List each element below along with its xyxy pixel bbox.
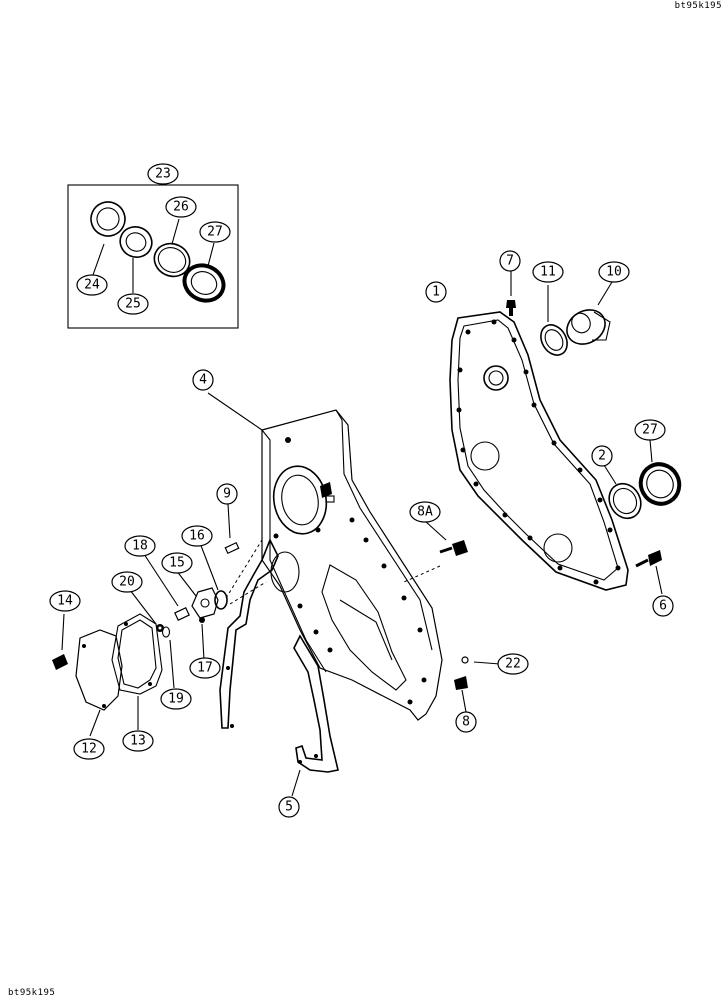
explode-lines (225, 539, 267, 605)
callout-20: 20 (111, 571, 143, 593)
callout-18: 18 (124, 535, 156, 557)
svg-text:10: 10 (606, 265, 622, 280)
fitting-18 (143, 553, 190, 621)
svg-text:9: 9 (223, 487, 231, 502)
callout-11: 11 (532, 261, 564, 283)
svg-text:25: 25 (125, 297, 141, 312)
callout-5: 5 (278, 796, 300, 818)
bolt-14 (52, 613, 68, 670)
callout-19: 19 (160, 688, 192, 710)
callout-15: 15 (161, 552, 193, 574)
cover-plate-12 (75, 629, 123, 737)
callout-12: 12 (73, 738, 105, 760)
front-cover-plate (207, 392, 443, 721)
callout-27-kit: 27 (199, 221, 231, 243)
callout-8A: 8A (409, 501, 441, 523)
callout-9: 9 (216, 483, 238, 505)
drawing-code-bottom: bt95k195 (8, 988, 56, 998)
dowel-22 (461, 656, 501, 665)
oring-16 (199, 542, 228, 610)
seal-ring-24 (90, 201, 126, 237)
svg-text:16: 16 (189, 529, 205, 544)
callout-6: 6 (652, 595, 674, 617)
washer-20 (129, 589, 164, 632)
seal-ring-26 (153, 242, 191, 278)
seal-27-right (638, 439, 682, 506)
svg-text:2: 2 (598, 449, 606, 464)
callout-1: 1 (425, 281, 447, 303)
sensor-15 (175, 569, 219, 619)
callout-16: 16 (181, 525, 213, 547)
pin-9 (224, 503, 240, 555)
svg-text:6: 6 (659, 599, 667, 614)
callout-24: 24 (76, 274, 108, 296)
callout-13: 13 (122, 730, 154, 752)
svg-text:24: 24 (84, 278, 100, 293)
cover-gasket-5 (219, 538, 339, 797)
drawing-code-top: bt95k195 (674, 1, 722, 11)
bolt-6 (635, 550, 663, 595)
svg-text:13: 13 (130, 734, 146, 749)
svg-text:27: 27 (642, 423, 658, 438)
callout-23: 23 (147, 163, 179, 185)
front-cover-gasket (449, 311, 629, 591)
callout-8: 8 (455, 711, 477, 733)
callout-10: 10 (598, 261, 630, 283)
callout-17: 17 (189, 657, 221, 679)
callout-26: 26 (165, 196, 197, 218)
svg-text:26: 26 (173, 200, 189, 215)
callout-25: 25 (117, 293, 149, 315)
callout-4: 4 (192, 369, 214, 391)
callout-27-right: 27 (634, 419, 666, 441)
svg-text:17: 17 (197, 661, 213, 676)
svg-text:8: 8 (462, 715, 470, 730)
svg-text:12: 12 (81, 742, 97, 757)
seal-kit-box (67, 184, 239, 329)
seal-ring-27-kit (182, 263, 226, 303)
svg-text:22: 22 (505, 657, 521, 672)
callout-7: 7 (499, 250, 521, 272)
svg-text:18: 18 (132, 539, 148, 554)
svg-text:11: 11 (540, 265, 556, 280)
seal-ring-25 (119, 226, 153, 258)
svg-text:27: 27 (207, 225, 223, 240)
bolt-8A (403, 520, 468, 583)
kit-leaders (92, 218, 215, 293)
seal-2 (603, 464, 642, 520)
ring-19 (161, 626, 175, 689)
svg-text:14: 14 (57, 594, 73, 609)
callout-2: 2 (591, 445, 613, 467)
bolt-8 (454, 676, 468, 713)
svg-text:8A: 8A (417, 505, 433, 520)
svg-text:23: 23 (155, 167, 171, 182)
svg-text:7: 7 (506, 254, 514, 269)
svg-text:19: 19 (168, 692, 184, 707)
svg-text:1: 1 (432, 285, 440, 300)
seal-11 (540, 285, 568, 356)
gasket-13 (111, 613, 163, 730)
seal-10 (566, 281, 613, 345)
svg-text:4: 4 (199, 373, 207, 388)
svg-text:20: 20 (119, 575, 135, 590)
svg-text:15: 15 (169, 556, 185, 571)
screw-17 (199, 617, 205, 661)
bolt-7 (506, 271, 516, 316)
callout-14: 14 (49, 590, 81, 612)
callout-22: 22 (497, 653, 529, 675)
svg-text:5: 5 (285, 800, 293, 815)
